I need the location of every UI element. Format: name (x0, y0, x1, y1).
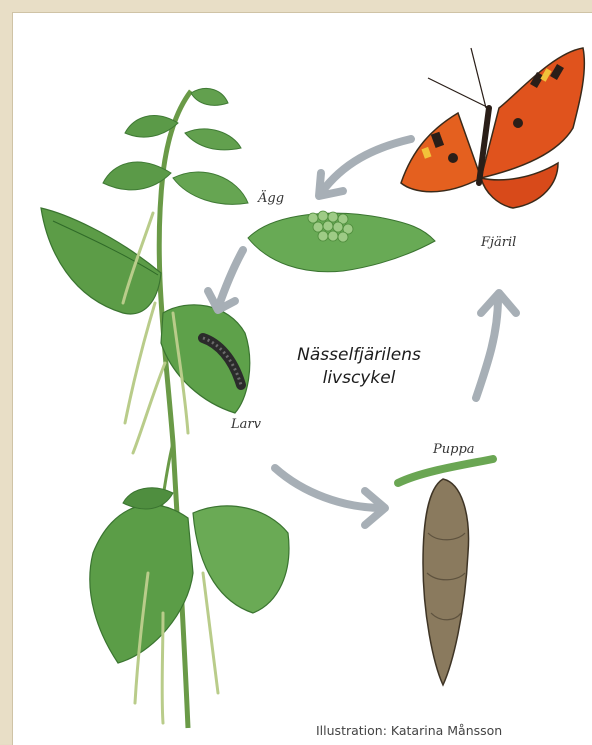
illustration-panel: Ägg Fjäril Larv Puppa Nässelfjärilens li… (12, 12, 592, 745)
diagram-title: Nässelfjärilens livscykel (259, 344, 459, 390)
title-line-2: livscykel (259, 367, 459, 390)
stage-label-egg: Ägg (258, 191, 284, 206)
title-line-1: Nässelfjärilens (259, 344, 459, 367)
pupa (398, 459, 493, 685)
egg-leaf (248, 211, 435, 272)
stage-label-larva: Larv (231, 417, 261, 432)
nettle-plant (41, 88, 289, 728)
stage-label-pupa: Puppa (433, 442, 475, 457)
illustration-credit: Illustration: Katarina Månsson (316, 723, 502, 738)
stage-label-butterfly: Fjäril (481, 235, 516, 250)
butterfly (401, 48, 584, 208)
